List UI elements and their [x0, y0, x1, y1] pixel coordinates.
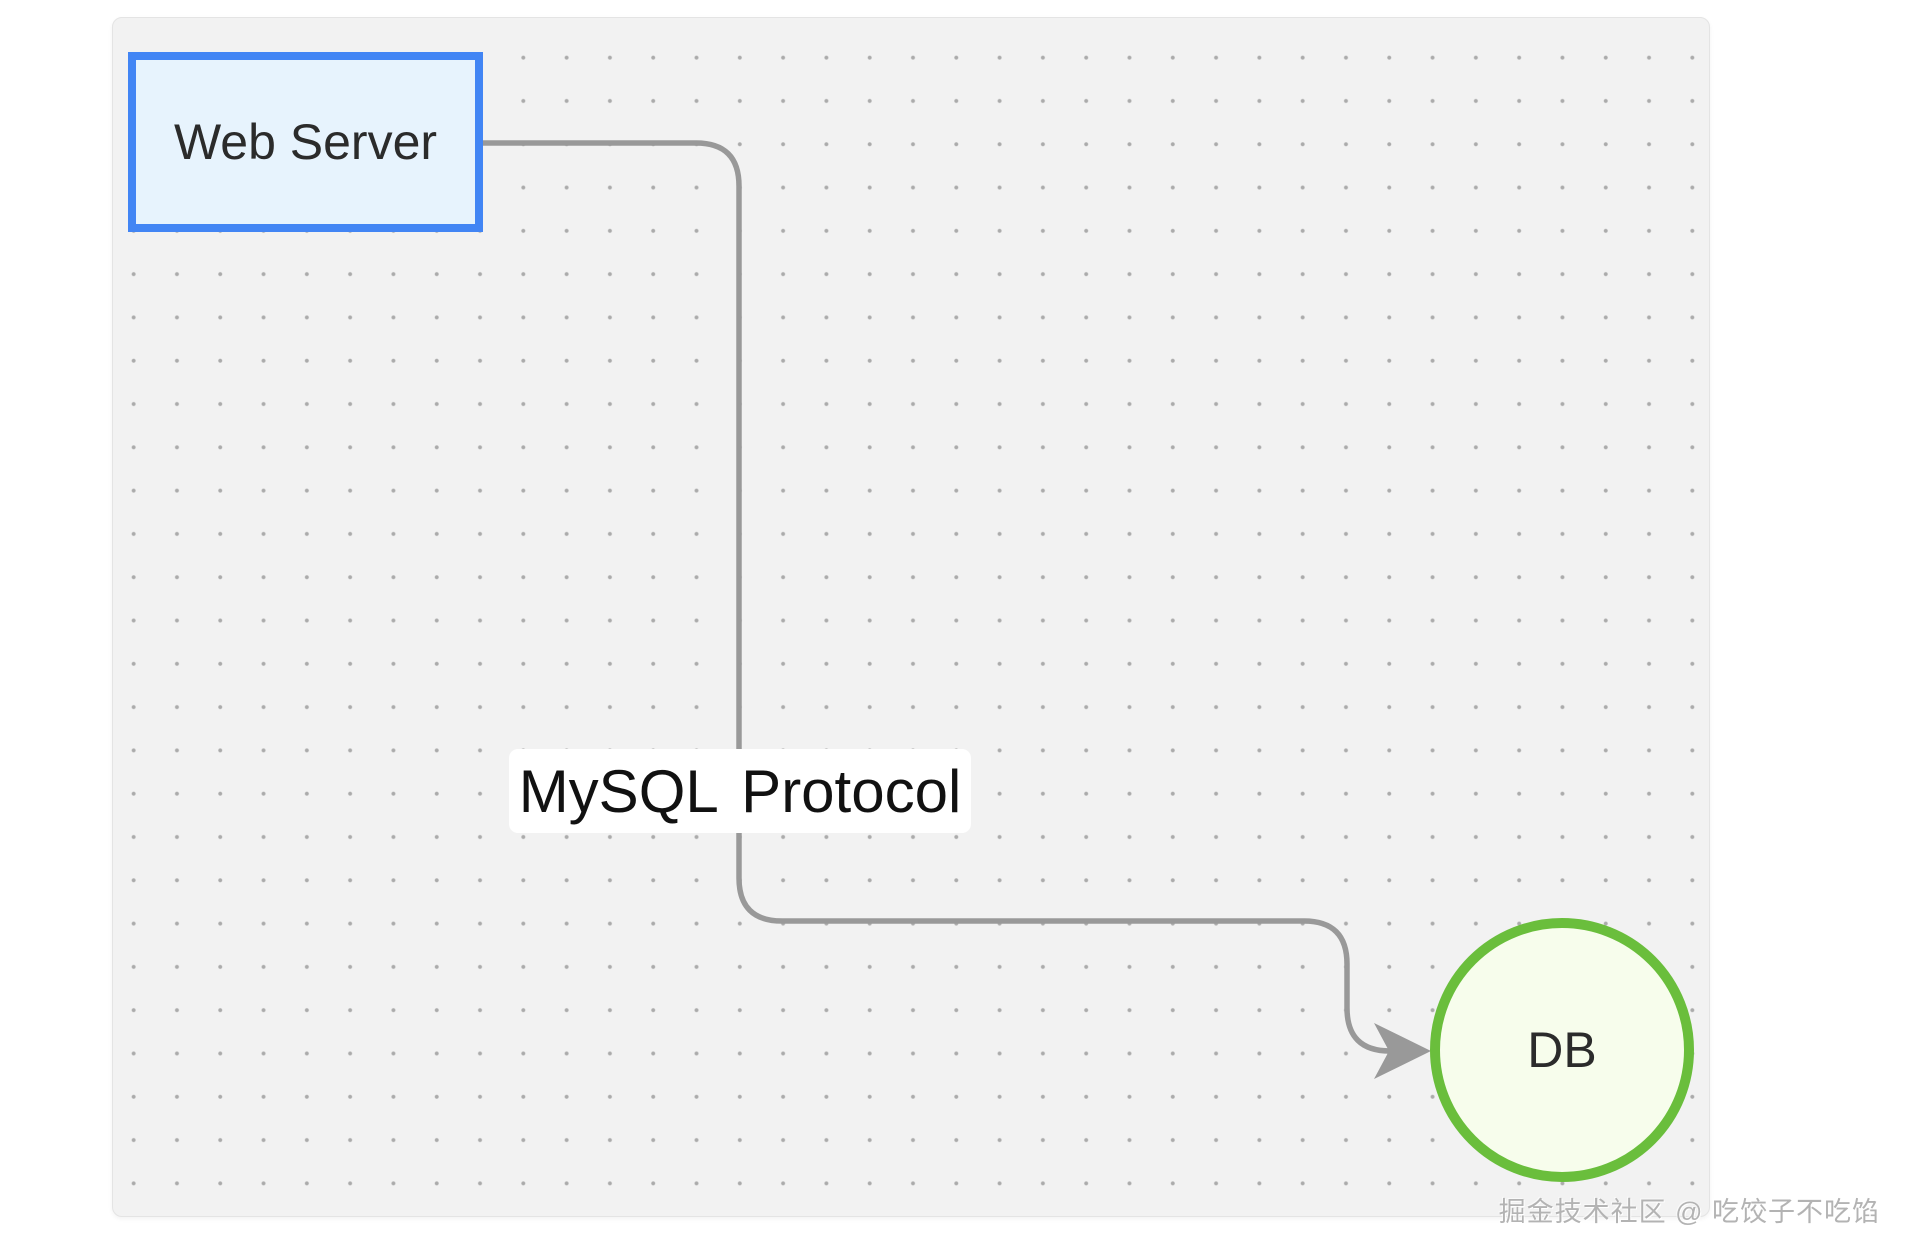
- web-server-label: Web Server: [173, 114, 438, 170]
- node-db[interactable]: DB: [1430, 918, 1694, 1182]
- arrowhead-icon: [1374, 1023, 1431, 1079]
- connector-web-server-to-db[interactable]: [483, 140, 1393, 1054]
- watermark: 掘金技术社区 @ 吃饺子不吃馅: [1498, 1197, 1880, 1227]
- edge-label-mysql-protocol[interactable]: MySQL Protocol: [509, 749, 971, 833]
- diagram-canvas[interactable]: Web Server DB MySQL Protocol: [112, 17, 1710, 1217]
- node-web-server[interactable]: Web Server: [128, 52, 483, 232]
- db-label: DB: [1527, 1022, 1597, 1078]
- edge-layer: [483, 140, 1431, 1079]
